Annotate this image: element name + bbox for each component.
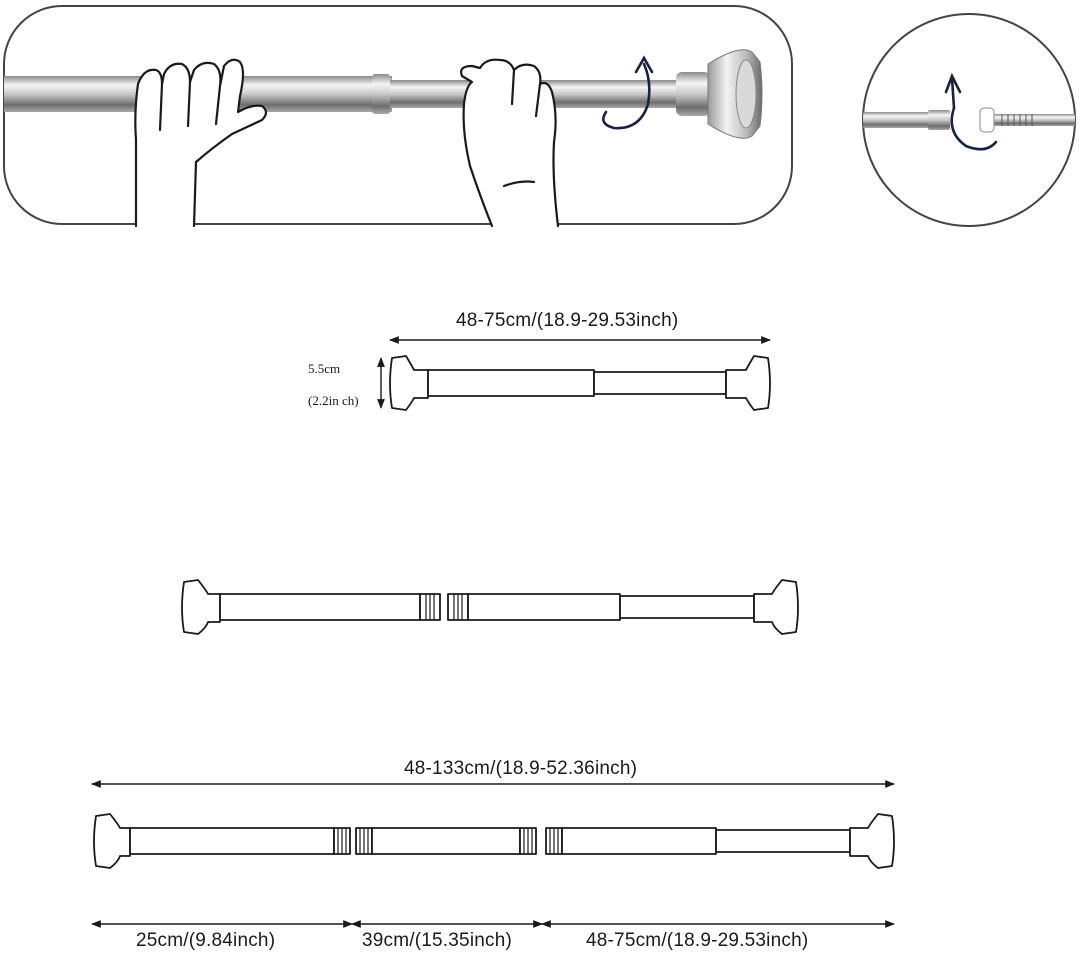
full-rod-length-label: 48-133cm/(18.9-52.36inch) [404,758,638,779]
rod-diagram-parts [181,579,799,635]
thread-detail-circle [862,13,1076,227]
right-hand-illustration [460,58,560,228]
left-hand-illustration [134,58,268,228]
rotate-arrow-icon [944,72,998,151]
rod-height-inch-label: (2.2in ch) [308,393,359,408]
segment-1-length-label: 25cm/(9.84inch) [136,930,276,951]
usage-illustration-panel [3,5,793,228]
segment-2-length-label: 39cm/(15.35inch) [362,930,512,951]
rotate-arrow-icon [602,55,654,130]
rod-diagram-short [377,336,771,411]
rod-height-cm-label: 5.5cm [308,361,341,376]
segment-3-length-label: 48-75cm/(18.9-29.53inch) [586,930,809,951]
rod-diagram-full [91,780,895,928]
short-rod-length-label: 48-75cm/(18.9-29.53inch) [456,310,679,331]
